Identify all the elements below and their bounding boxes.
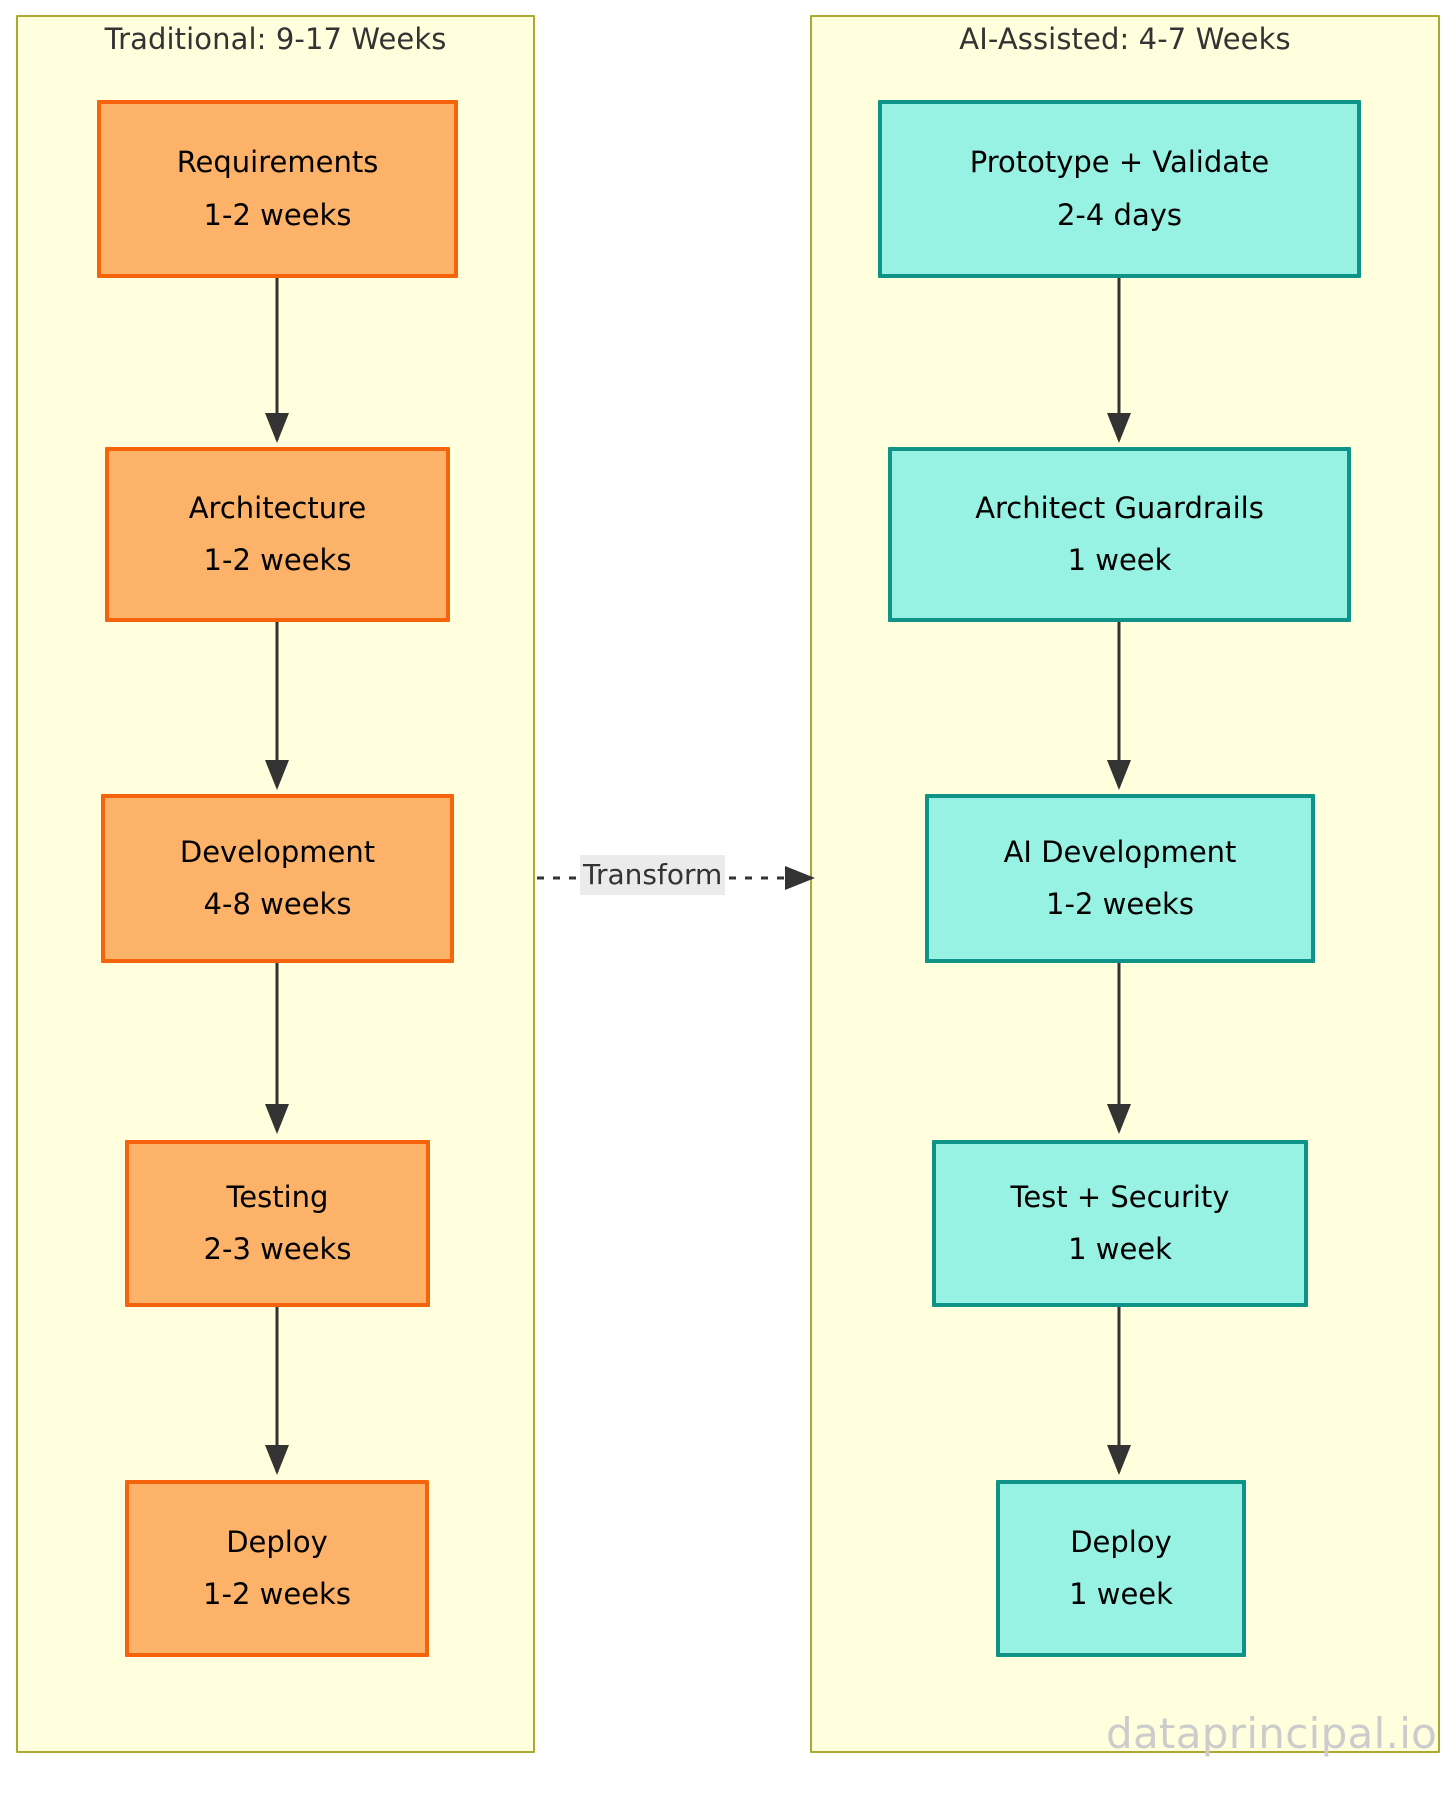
edge-label-transform: Transform	[580, 855, 726, 895]
node-development[interactable]: Development 4-8 weeks	[101, 794, 454, 963]
watermark: dataprincipal.io	[1106, 1709, 1438, 1758]
node-ai-development-title: AI Development	[1003, 834, 1237, 869]
node-deploy-duration: 1-2 weeks	[203, 1577, 351, 1611]
node-ai-deploy[interactable]: Deploy 1 week	[996, 1480, 1246, 1657]
node-architecture-duration: 1-2 weeks	[203, 543, 352, 577]
node-architecture-title: Architecture	[188, 490, 367, 525]
node-ai-deploy-duration: 1 week	[1069, 1577, 1173, 1611]
node-testing[interactable]: Testing 2-3 weeks	[125, 1140, 430, 1307]
subgraph-ai-assisted-title: AI-Assisted: 4-7 Weeks	[959, 22, 1291, 56]
subgraph-traditional-title: Traditional: 9-17 Weeks	[104, 22, 447, 56]
node-development-title: Development	[179, 834, 376, 869]
node-test-security-duration: 1 week	[1068, 1232, 1172, 1266]
node-ai-deploy-title: Deploy	[1070, 1524, 1172, 1559]
node-requirements-title: Requirements	[176, 145, 379, 180]
node-architecture[interactable]: Architecture 1-2 weeks	[105, 447, 450, 622]
node-prototype-validate-title: Prototype + Validate	[969, 145, 1270, 180]
node-prototype-validate[interactable]: Prototype + Validate 2-4 days	[878, 100, 1361, 278]
node-ai-development[interactable]: AI Development 1-2 weeks	[925, 794, 1315, 963]
node-development-duration: 4-8 weeks	[203, 887, 352, 921]
node-architect-guardrails[interactable]: Architect Guardrails 1 week	[888, 447, 1351, 622]
node-requirements[interactable]: Requirements 1-2 weeks	[97, 100, 458, 278]
node-prototype-validate-duration: 2-4 days	[1056, 197, 1183, 232]
node-requirements-duration: 1-2 weeks	[203, 197, 352, 232]
node-test-security[interactable]: Test + Security 1 week	[932, 1140, 1308, 1307]
node-deploy-title: Deploy	[226, 1524, 328, 1559]
node-ai-development-duration: 1-2 weeks	[1046, 887, 1194, 921]
node-test-security-title: Test + Security	[1010, 1179, 1230, 1214]
node-testing-title: Testing	[226, 1179, 329, 1214]
node-architect-guardrails-duration: 1 week	[1067, 543, 1172, 577]
node-architect-guardrails-title: Architect Guardrails	[975, 490, 1264, 525]
node-deploy[interactable]: Deploy 1-2 weeks	[125, 1480, 429, 1657]
node-testing-duration: 2-3 weeks	[203, 1232, 352, 1266]
